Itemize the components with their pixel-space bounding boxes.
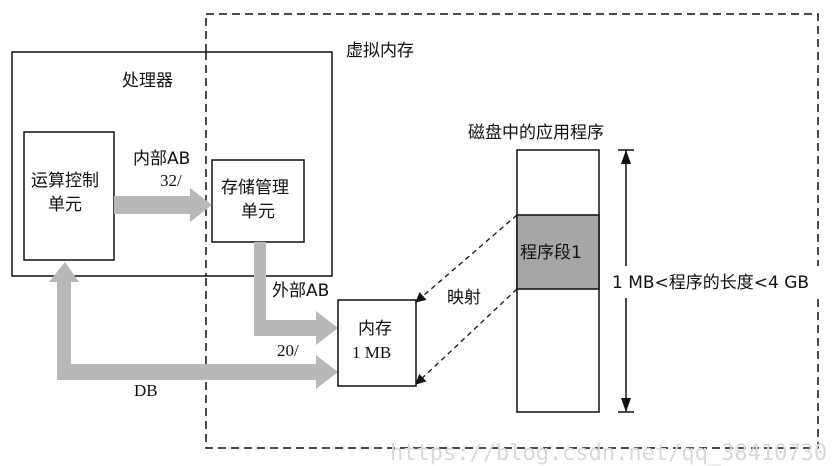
disk-program-label: 磁盘中的应用程序 [468, 123, 604, 143]
alu-control-box [23, 131, 115, 261]
db-label: DB [134, 381, 158, 400]
length-arrowhead-bottom [621, 398, 631, 412]
virtual-memory-label: 虚拟内存 [346, 41, 414, 61]
mmu-label-line2: 单元 [241, 202, 275, 222]
external-ab-label: 外部AB [272, 281, 329, 301]
mapping-label: 映射 [447, 288, 481, 308]
memory-label-line1: 内存 [358, 319, 392, 339]
internal-ab-width: 32/ [160, 171, 182, 190]
db-arrow [49, 262, 338, 389]
program-segment-label: 程序段1 [520, 243, 582, 263]
processor-label: 处理器 [122, 71, 173, 91]
length-arrowhead-top [621, 150, 631, 164]
mapping-arrow-top [415, 214, 518, 303]
mmu-label-line1: 存储管理 [221, 178, 289, 198]
memory-label-line2: 1 MB [352, 343, 391, 362]
length-label-bg [608, 266, 834, 298]
external-ab-width: 20/ [277, 341, 299, 360]
mmu-box [211, 159, 305, 243]
internal-ab-arrow [114, 188, 212, 222]
memory-box [337, 299, 417, 387]
program-segment-box [516, 214, 600, 290]
alu-label-line1: 运算控制 [31, 171, 99, 191]
watermark: https://blog.csdn.net/qq_38410730 [390, 441, 827, 466]
internal-ab-label: 内部AB [133, 149, 190, 169]
program-length-label: 1 MB<程序的长度<4 GB [612, 273, 809, 293]
alu-label-line2: 单元 [48, 195, 82, 215]
external-ab-arrow [254, 242, 338, 345]
